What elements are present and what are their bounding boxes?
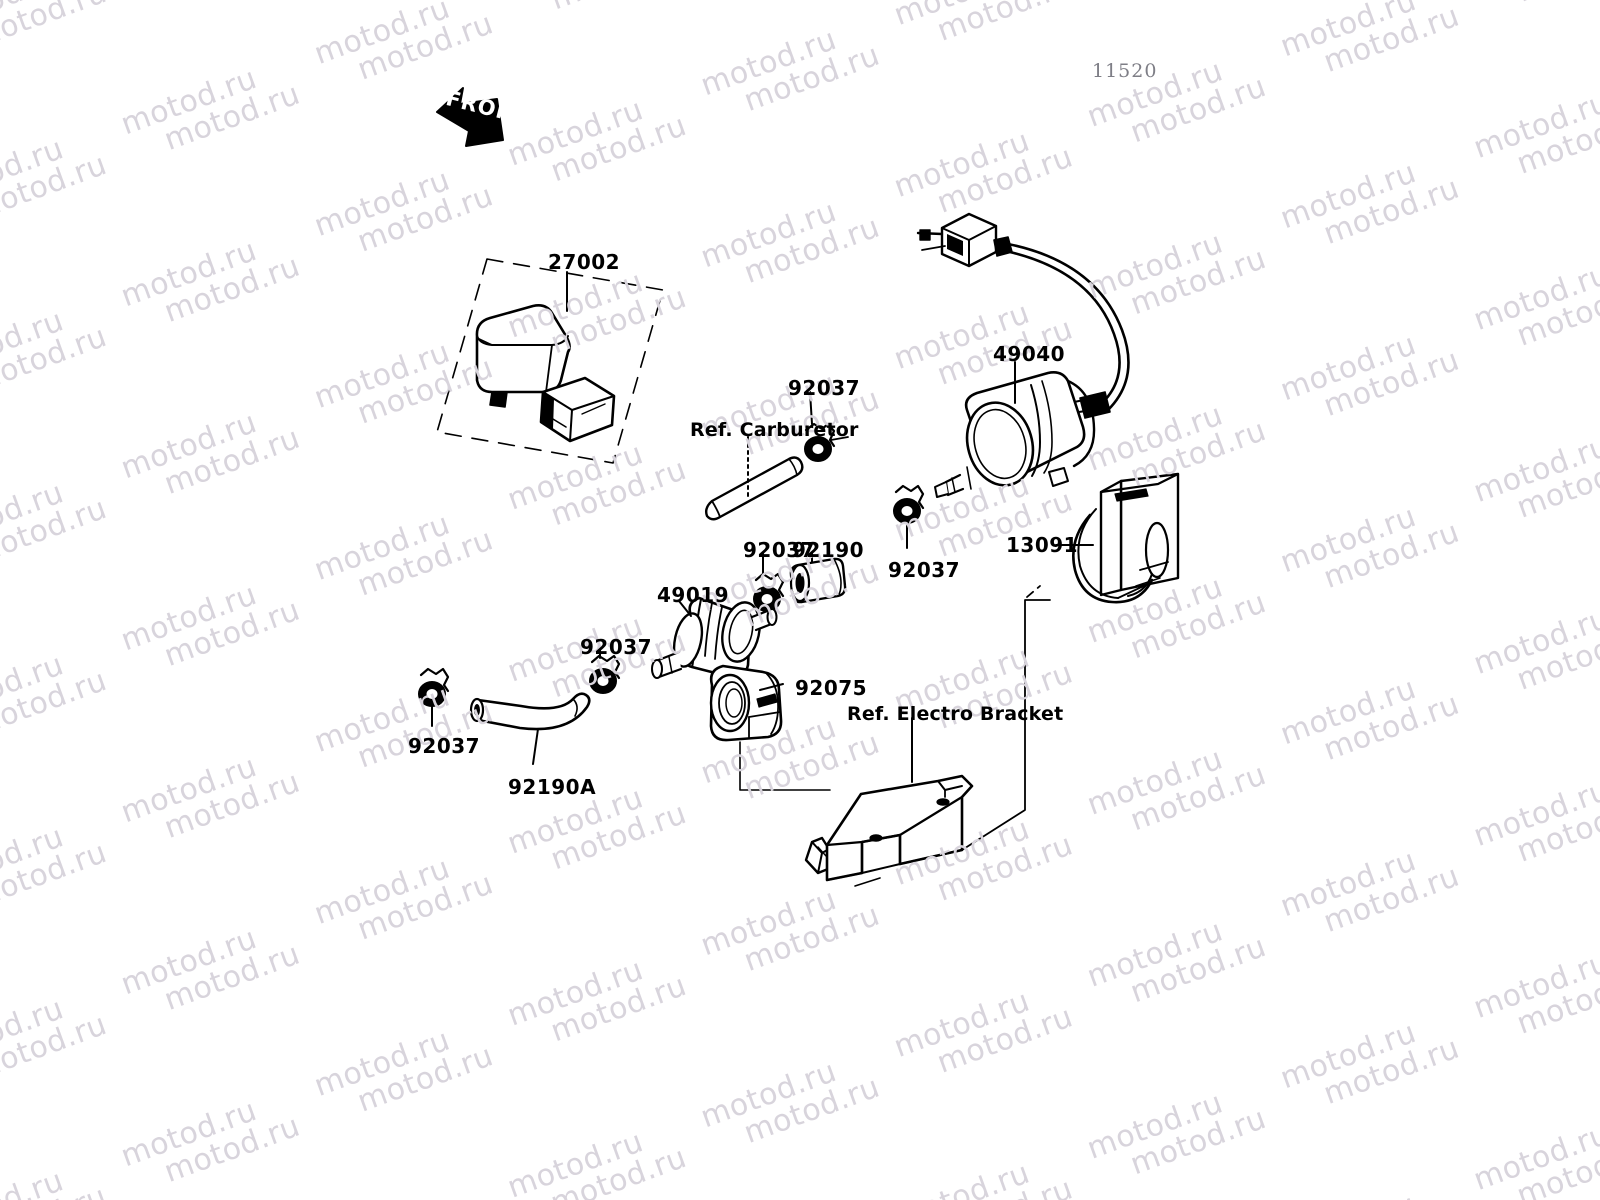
part-label-fuel-pump-3: 49040 xyxy=(993,342,1066,366)
part-label-hose-clamp-1: 92037 xyxy=(788,376,861,400)
relay-body xyxy=(475,304,571,408)
pump-holder-clamp xyxy=(1072,472,1180,604)
hose-clamp-mid xyxy=(753,572,785,612)
part-label-rubber-damper-10: 92075 xyxy=(795,676,868,700)
part-label-fuel-filter-8: 49019 xyxy=(657,583,730,607)
hose-clamp-filter xyxy=(589,654,621,694)
part-label-hose-clamp-6: 92037 xyxy=(743,538,816,562)
drawing-reference-code: 11520 xyxy=(1092,60,1158,82)
fuel-hose-curved xyxy=(469,692,591,731)
part-label-pump-holder-5: 13091 xyxy=(1006,533,1079,557)
part-label-carburetor-reference-2: Ref. Carburetor xyxy=(690,419,859,441)
hose-clamp-hose xyxy=(418,667,450,707)
carburetor-hose xyxy=(704,456,804,521)
part-label-hose-clamp-4: 92037 xyxy=(888,558,961,582)
part-label-hose-clamp-9: 92037 xyxy=(580,635,653,659)
electro-bracket xyxy=(804,774,974,887)
part-label-relay-assembly-0: 27002 xyxy=(548,250,621,274)
rubber-damper xyxy=(709,664,783,742)
part-label-hose-clamp-12: 92037 xyxy=(408,734,481,758)
part-label-electro-bracket-reference-11: Ref. Electro Bracket xyxy=(847,703,1064,725)
part-label-fuel-tube-7: 92190 xyxy=(792,538,865,562)
front-arrow-icon xyxy=(436,87,504,147)
fuel-pump-assembly xyxy=(916,212,1130,498)
hose-clamp-pump xyxy=(893,484,925,524)
fuel-tube-straight xyxy=(789,557,847,604)
fuel-filter-body xyxy=(651,596,778,680)
relay-cover xyxy=(539,376,616,443)
part-label-fuel-hose-13: 92190A xyxy=(508,775,597,799)
hose-clamp-carburetor xyxy=(804,422,849,462)
relay-group-boundary xyxy=(436,258,664,464)
